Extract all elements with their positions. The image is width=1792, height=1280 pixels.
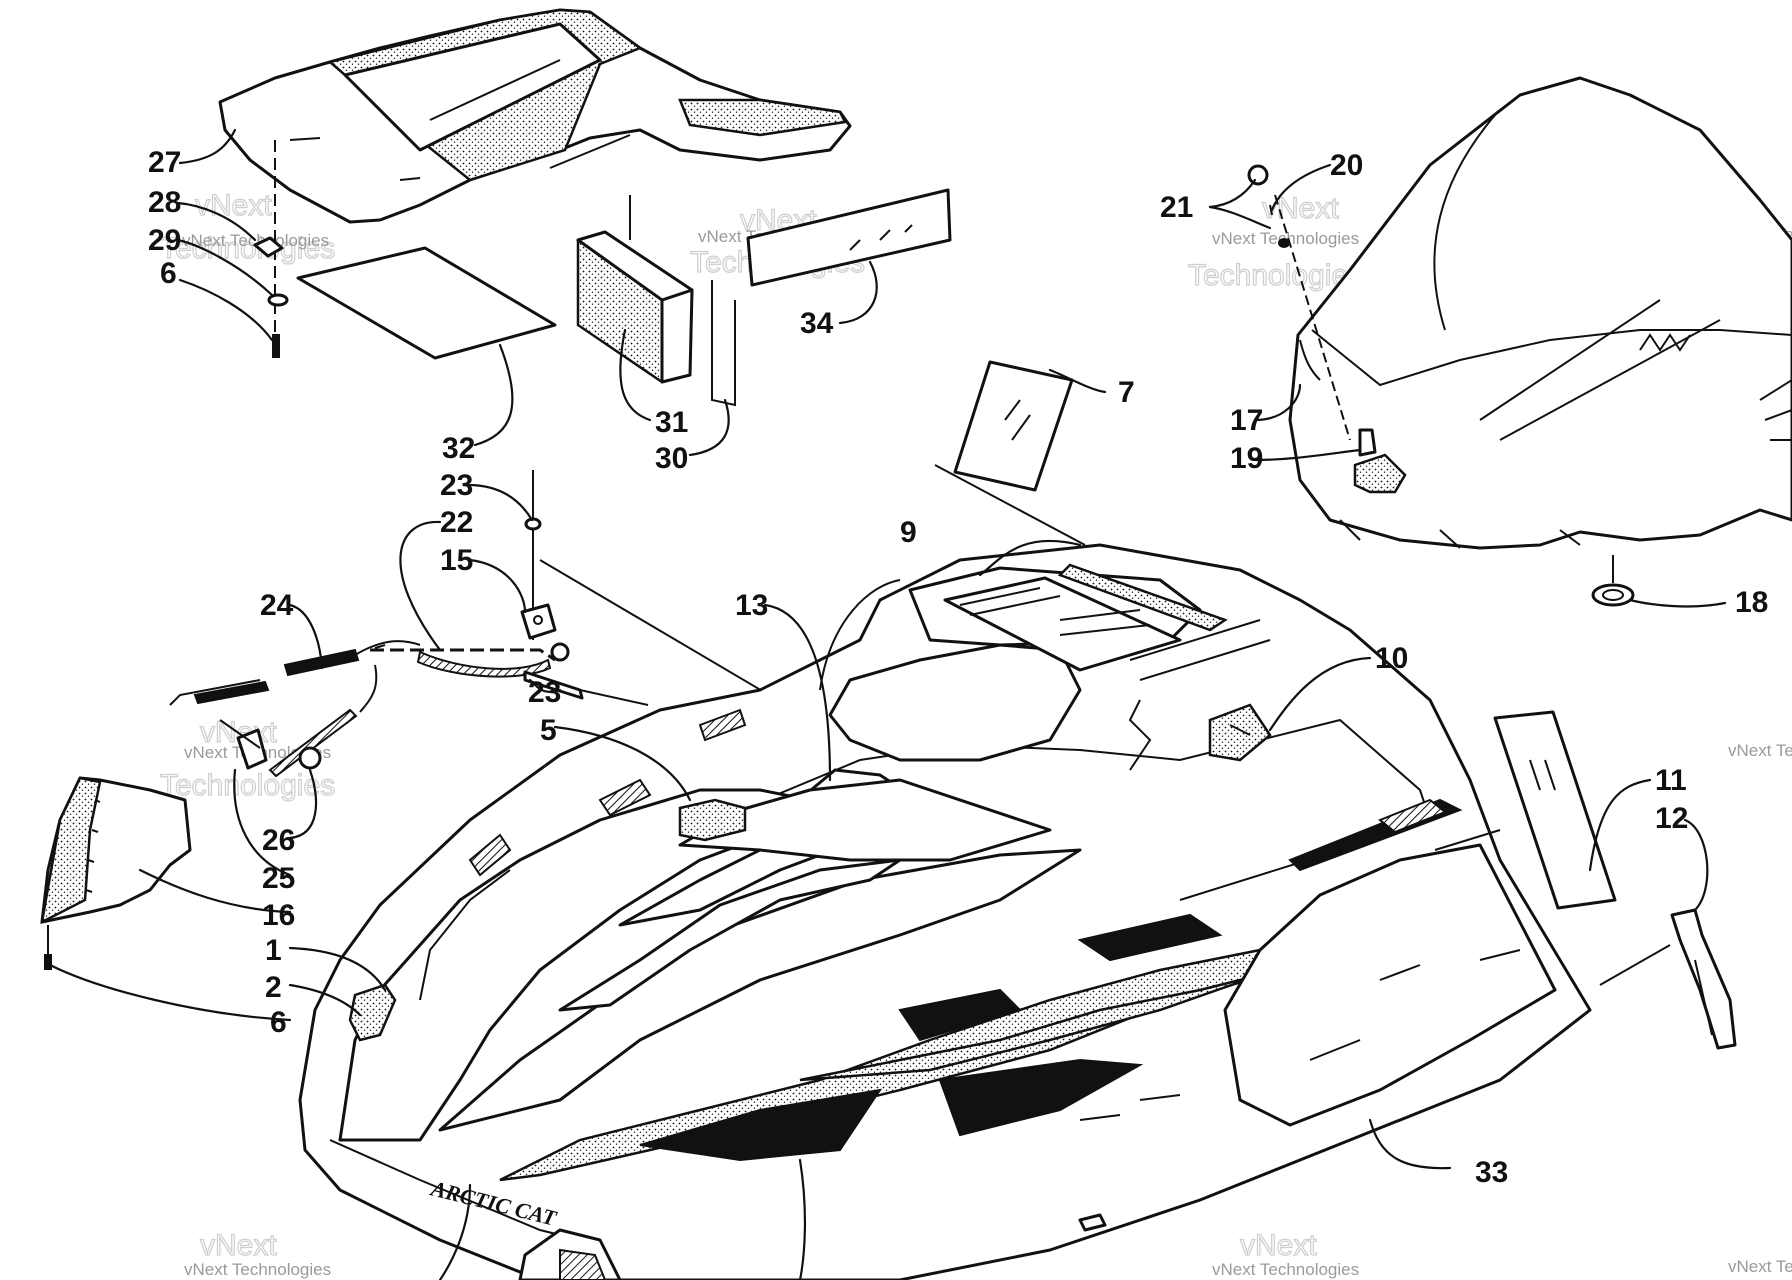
part-17-windshield xyxy=(1288,76,1792,550)
part-31-foam-block xyxy=(576,230,694,384)
cables-springs xyxy=(169,470,906,778)
part-30-wire xyxy=(711,280,736,407)
part-11-panel xyxy=(1434,710,1617,910)
callout-12: 12 xyxy=(1655,802,1688,835)
callout-16: 16 xyxy=(262,899,295,932)
watermark-secondary: vNext Technologies xyxy=(1212,1260,1359,1279)
callout-22: 22 xyxy=(440,506,473,539)
callout-7: 7 xyxy=(1118,376,1135,409)
callout-28: 28 xyxy=(148,186,181,219)
part-1-hood: ARCTIC CAT xyxy=(298,543,1592,1280)
callout-10: 10 xyxy=(1375,642,1408,675)
callout-20: 20 xyxy=(1330,149,1363,182)
callout-31: 31 xyxy=(655,406,688,439)
part-34-decal xyxy=(746,188,952,287)
callout-23-bottom: 23 xyxy=(528,676,561,709)
callout-19: 19 xyxy=(1230,442,1263,475)
callout-numbers: 1 2 5 6 6 7 9 10 11 12 13 15 16 17 18 19… xyxy=(148,146,1768,1189)
part-7-panel xyxy=(934,360,1086,546)
part-19-bushing xyxy=(1358,428,1377,457)
callout-1: 1 xyxy=(265,934,282,967)
callout-25: 25 xyxy=(262,862,295,895)
watermark-secondary: vNext Technologies xyxy=(1728,1257,1792,1276)
callout-6-bottom: 6 xyxy=(270,1006,287,1039)
watermark-tag: vNext xyxy=(1262,192,1339,225)
hardware-windshield xyxy=(1247,164,1635,607)
watermark-bottom-left: vNext vNext Technologies xyxy=(184,1228,331,1279)
part-12-strap xyxy=(1599,908,1737,1050)
callout-18: 18 xyxy=(1735,586,1768,619)
watermark-bottom-right: vNext vNext Technologies xyxy=(1212,1228,1359,1279)
callout-11: 11 xyxy=(1655,764,1687,797)
callout-23-top: 23 xyxy=(440,469,473,502)
callout-30: 30 xyxy=(655,442,688,475)
callout-26: 26 xyxy=(262,824,295,857)
callout-32: 32 xyxy=(442,432,475,465)
callout-33: 33 xyxy=(1475,1156,1508,1189)
callout-9: 9 xyxy=(900,516,917,549)
part-16-nose xyxy=(40,776,192,970)
watermark-primary: Technologies xyxy=(1188,259,1363,292)
callout-34: 34 xyxy=(800,307,834,340)
watermark-primary: Technologies xyxy=(160,232,335,265)
part-21-nut xyxy=(1247,164,1269,186)
watermark-secondary: vNext Technologies xyxy=(184,1260,331,1279)
callout-27: 27 xyxy=(148,146,181,179)
part-32-sheet xyxy=(296,246,557,360)
watermark-primary: Technologies xyxy=(160,769,335,802)
callout-15: 15 xyxy=(440,544,473,577)
callout-29: 29 xyxy=(148,224,181,257)
watermark-tag: vNext xyxy=(195,189,272,222)
callout-13: 13 xyxy=(735,589,768,622)
watermark-tag: vNext xyxy=(200,1229,277,1262)
watermark-secondary: vNext Technologies xyxy=(1728,741,1792,760)
watermark-tag: vNext xyxy=(1240,1229,1317,1262)
callout-21: 21 xyxy=(1160,191,1193,224)
callout-2: 2 xyxy=(265,971,282,1004)
callout-17: 17 xyxy=(1230,404,1263,437)
leader-lines xyxy=(48,128,1727,1280)
part-27-cover xyxy=(218,8,852,224)
callout-6-top: 6 xyxy=(160,257,177,290)
fasteners-top-left xyxy=(253,140,631,358)
part-18-grommet xyxy=(1591,583,1635,607)
callout-5: 5 xyxy=(540,714,557,747)
callout-24: 24 xyxy=(260,589,294,622)
